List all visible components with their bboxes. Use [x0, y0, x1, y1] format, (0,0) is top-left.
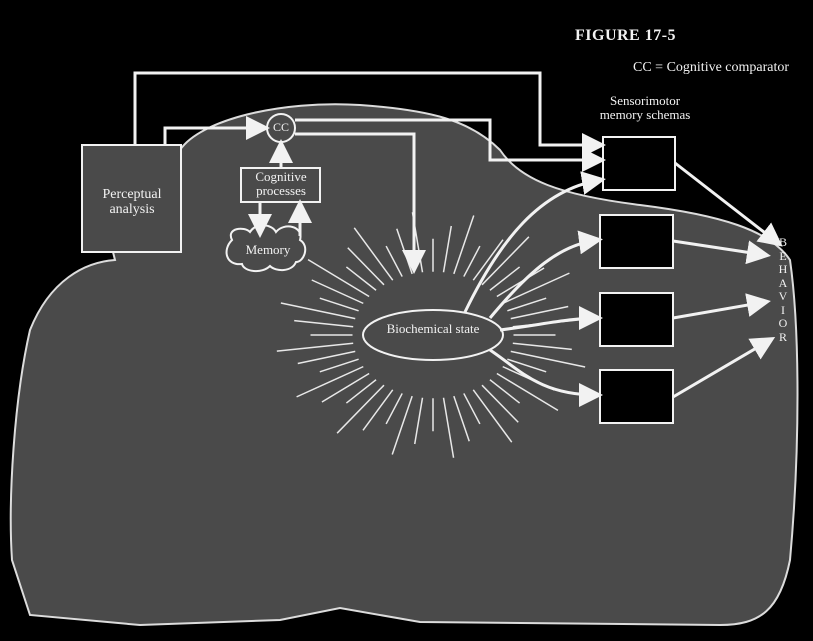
ray — [507, 358, 547, 373]
ray — [311, 279, 364, 305]
ray — [319, 297, 359, 312]
ray — [453, 215, 475, 275]
behavior-letter: I — [781, 302, 785, 317]
ray — [345, 266, 377, 291]
perceptual-analysis-label: Perceptual analysis — [102, 187, 162, 217]
ray — [502, 272, 570, 305]
schema-box-3 — [599, 292, 674, 347]
ray — [353, 227, 394, 281]
ray — [321, 372, 370, 403]
ray — [296, 365, 364, 398]
perceptual-analysis-box — [81, 144, 182, 253]
schema-box-1 — [602, 136, 676, 191]
ray — [507, 297, 547, 312]
ray — [307, 259, 370, 298]
ray — [481, 384, 519, 423]
ray — [472, 239, 504, 281]
schema-box-2 — [599, 214, 674, 269]
ray — [510, 350, 586, 368]
cc-label: CC — [272, 120, 289, 134]
schema-box-4 — [599, 369, 674, 424]
ray — [442, 397, 455, 458]
ray — [276, 342, 354, 352]
ray — [336, 384, 385, 434]
behavior-letter: A — [778, 275, 788, 290]
biochemical-state-ellipse — [362, 309, 504, 361]
ray — [453, 395, 470, 442]
behavior-letter: R — [778, 329, 787, 344]
behavior-label: B E H A V I O R — [776, 235, 790, 344]
ray — [385, 393, 403, 425]
ray — [385, 245, 403, 277]
sensorimotor-schemas-label: Sensorimotor memory schemas — [599, 93, 691, 122]
ray — [280, 302, 356, 320]
ray — [345, 379, 377, 404]
cc-legend: CC = Cognitive comparator — [633, 60, 790, 75]
ray — [413, 397, 424, 445]
ray — [297, 350, 356, 365]
ray — [489, 379, 521, 404]
ray — [319, 358, 359, 373]
ray — [391, 395, 413, 455]
ray — [442, 225, 453, 273]
behavior-letter: H — [778, 262, 788, 276]
ray — [512, 342, 572, 351]
ray — [481, 236, 530, 286]
figure-label: FIGURE 17-5 — [575, 27, 677, 44]
ray — [489, 266, 521, 291]
behavior-letter: B — [778, 235, 787, 249]
biochemical-rays — [276, 212, 590, 458]
ray — [347, 247, 385, 286]
arrows — [133, 71, 783, 407]
ray — [294, 319, 354, 328]
ray — [463, 245, 481, 277]
ray — [463, 393, 481, 425]
ray — [510, 305, 569, 320]
behavior-letter: V — [778, 289, 788, 303]
behavior-letter: E — [779, 248, 787, 263]
ray — [472, 389, 513, 443]
ray — [362, 389, 394, 431]
biochemical-state-label: Biochemical state — [386, 321, 480, 336]
cognitive-processes-label: Cognitive processes — [255, 169, 307, 198]
behavior-letter: O — [778, 316, 788, 330]
memory-label: Memory — [245, 242, 291, 257]
ray — [496, 372, 559, 411]
